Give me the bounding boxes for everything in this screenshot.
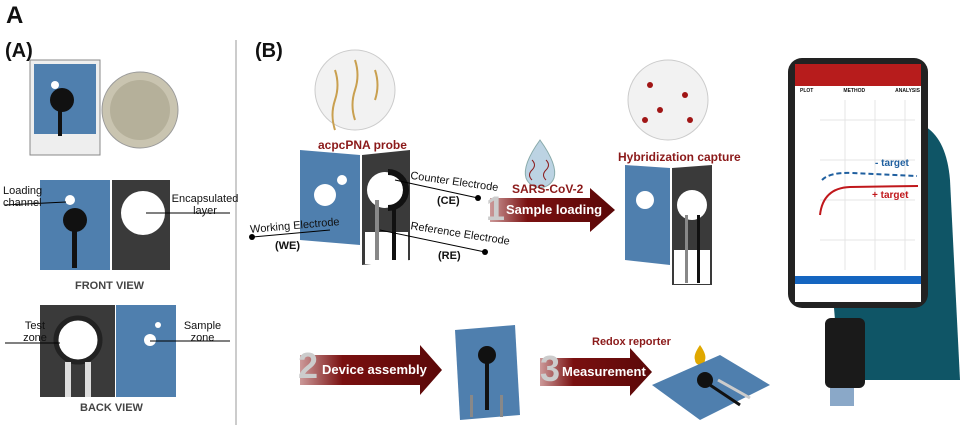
arrow-step3 bbox=[540, 348, 652, 396]
step2-number: 2 bbox=[298, 345, 319, 386]
redox-label: Redox reporter bbox=[592, 336, 671, 348]
hybridization-label: Hybridization capture bbox=[618, 150, 741, 164]
hybrid-device bbox=[625, 165, 712, 285]
back-view-label: BACK VIEW bbox=[80, 402, 143, 414]
we-label: (WE) bbox=[275, 240, 301, 252]
minus-target-curve bbox=[821, 171, 918, 181]
loading-channel-label: Loading channel bbox=[3, 185, 43, 209]
assembled-device bbox=[455, 325, 520, 420]
tab-analysis[interactable]: ANALYSIS bbox=[895, 88, 920, 94]
plus-target-curve bbox=[819, 185, 919, 216]
re-label: (RE) bbox=[438, 250, 461, 262]
electrode-device bbox=[300, 150, 410, 265]
redox-drop-icon bbox=[694, 345, 706, 365]
panel-a-label: (A) bbox=[5, 40, 33, 62]
plus-target-label: + target bbox=[872, 190, 909, 201]
probe-label: acpcPNA probe bbox=[318, 138, 407, 152]
phone-tabs: PLOT METHOD ANALYSIS bbox=[800, 88, 920, 94]
step3-number: 3 bbox=[540, 348, 561, 389]
tab-method[interactable]: METHOD bbox=[843, 88, 866, 94]
back-view-photo bbox=[40, 305, 176, 397]
magnifier-hybrid bbox=[627, 59, 709, 141]
minus-target-label: - target bbox=[875, 158, 909, 169]
figure-label: A bbox=[6, 2, 24, 29]
reader-device bbox=[825, 318, 865, 388]
step1-label: Sample loading bbox=[506, 202, 603, 217]
front-view-label: FRONT VIEW bbox=[75, 280, 145, 292]
device-photo-top bbox=[29, 59, 101, 156]
arrow-step1 bbox=[490, 188, 615, 232]
measurement-device bbox=[652, 355, 770, 420]
tab-plot[interactable]: PLOT bbox=[800, 88, 814, 94]
test-zone-label: Test zone bbox=[23, 320, 47, 344]
virus-droplet bbox=[524, 139, 556, 189]
step1-number: 1 bbox=[486, 190, 505, 228]
step3-label: Measurement bbox=[562, 364, 646, 379]
front-view-photo bbox=[40, 180, 170, 270]
encapsulated-layer-label: Encapsulated layer bbox=[171, 193, 239, 217]
step2-label: Device assembly bbox=[322, 362, 427, 377]
sample-zone-label: Sample zone bbox=[183, 320, 222, 344]
panel-b-label: (B) bbox=[255, 40, 283, 62]
virus-label: SARS-CoV-2 bbox=[512, 182, 584, 196]
arrow-step2 bbox=[300, 345, 442, 395]
ce-label: (CE) bbox=[437, 195, 460, 207]
